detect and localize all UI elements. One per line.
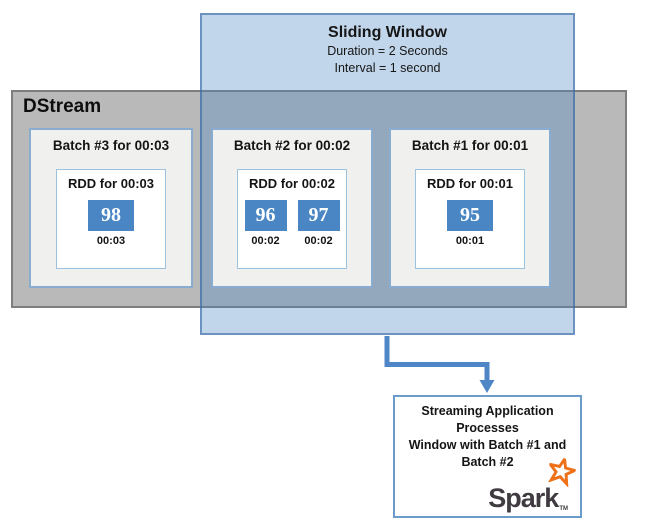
batch-3-box: Batch #3 for 00:03 RDD for 00:03 98 00:0… bbox=[29, 128, 193, 288]
output-line: Processes bbox=[456, 421, 519, 435]
rdd-box-0002: RDD for 00:02 96 00:02 97 00:02 bbox=[237, 169, 347, 269]
batch-1-box: Batch #1 for 00:01 RDD for 00:01 95 00:0… bbox=[389, 128, 551, 288]
output-line: Streaming Application bbox=[421, 404, 554, 418]
spark-trademark: TM bbox=[559, 506, 568, 512]
output-box: Streaming Application Processes Window w… bbox=[393, 395, 582, 518]
spark-star-icon bbox=[546, 455, 578, 488]
rdd-cells: 95 00:01 bbox=[447, 200, 493, 247]
flow-arrow-line bbox=[384, 336, 490, 381]
rdd-cell: 95 00:01 bbox=[447, 200, 493, 247]
rdd-box-0001: RDD for 00:01 95 00:01 bbox=[415, 169, 525, 269]
sliding-window-duration: Duration = 2 Seconds bbox=[327, 44, 448, 58]
rdd-cell-time: 00:01 bbox=[455, 235, 485, 247]
output-line: Window with Batch #1 and bbox=[408, 438, 567, 452]
spark-wordmark: Spark bbox=[488, 483, 559, 513]
rdd-cell: 97 00:02 bbox=[297, 200, 340, 247]
rdd-cells: 98 00:03 bbox=[88, 200, 134, 247]
rdd-cell-value: 98 bbox=[88, 200, 134, 231]
sliding-window-title: Sliding Window bbox=[328, 24, 447, 41]
rdd-cell-value: 97 bbox=[297, 200, 340, 231]
rdd-cell-value: 96 bbox=[244, 200, 287, 231]
rdd-cell-value: 95 bbox=[447, 200, 493, 231]
rdd-title: RDD for 00:01 bbox=[427, 176, 513, 191]
batch-2-title: Batch #2 for 00:02 bbox=[233, 138, 351, 153]
rdd-cells: 96 00:02 97 00:02 bbox=[244, 200, 340, 247]
rdd-box-0003: RDD for 00:03 98 00:03 bbox=[56, 169, 166, 269]
rdd-cell-time: 00:02 bbox=[304, 235, 333, 247]
output-line: Batch #2 bbox=[461, 455, 514, 469]
spark-logo: Spark TM bbox=[488, 455, 578, 514]
rdd-cell: 98 00:03 bbox=[88, 200, 134, 247]
spark-star-shape bbox=[546, 455, 578, 488]
rdd-cell: 96 00:02 bbox=[244, 200, 287, 247]
batch-3-title: Batch #3 for 00:03 bbox=[52, 138, 170, 153]
rdd-cell-time: 00:03 bbox=[96, 235, 126, 247]
rdd-title: RDD for 00:02 bbox=[249, 176, 335, 191]
flow-arrow-head bbox=[479, 380, 495, 393]
rdd-cell-time: 00:02 bbox=[251, 235, 280, 247]
sliding-window-interval: Interval = 1 second bbox=[334, 61, 441, 75]
batch-2-box: Batch #2 for 00:02 RDD for 00:02 96 00:0… bbox=[211, 128, 373, 288]
batch-1-title: Batch #1 for 00:01 bbox=[411, 138, 529, 153]
rdd-title: RDD for 00:03 bbox=[68, 176, 154, 191]
dstream-label: DStream bbox=[23, 96, 102, 117]
